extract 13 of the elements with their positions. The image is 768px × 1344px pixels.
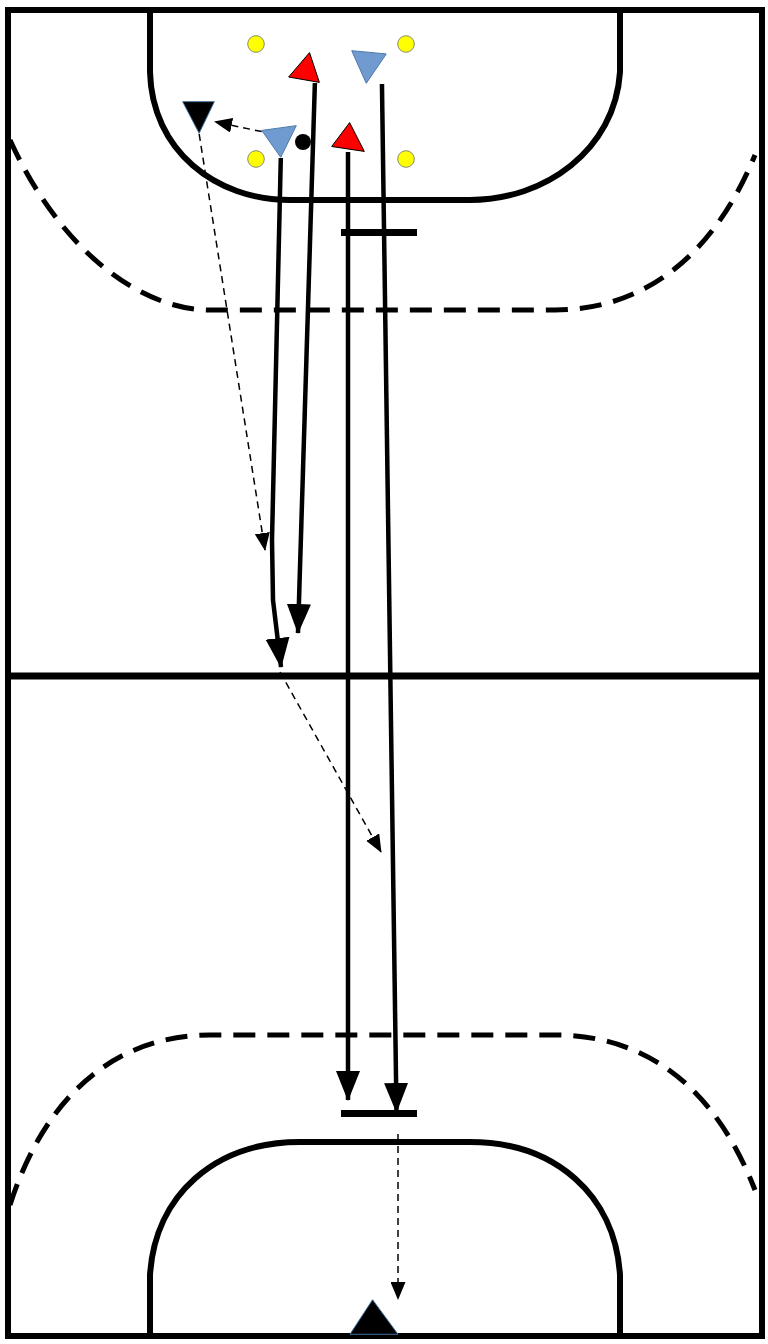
pass-arrow [390,1133,406,1300]
player-triangle [351,50,387,84]
run-arrow [286,82,318,634]
pass-arrow [214,117,263,133]
run-arrow [336,152,360,1101]
player-triangle [288,52,320,83]
run-arrow [379,83,409,1113]
player-triangle [349,1299,399,1335]
player-triangle [331,122,365,152]
run-arrow [265,157,290,668]
player-triangle [261,125,297,158]
pass-arrow [198,133,270,551]
player-triangle [182,101,215,134]
